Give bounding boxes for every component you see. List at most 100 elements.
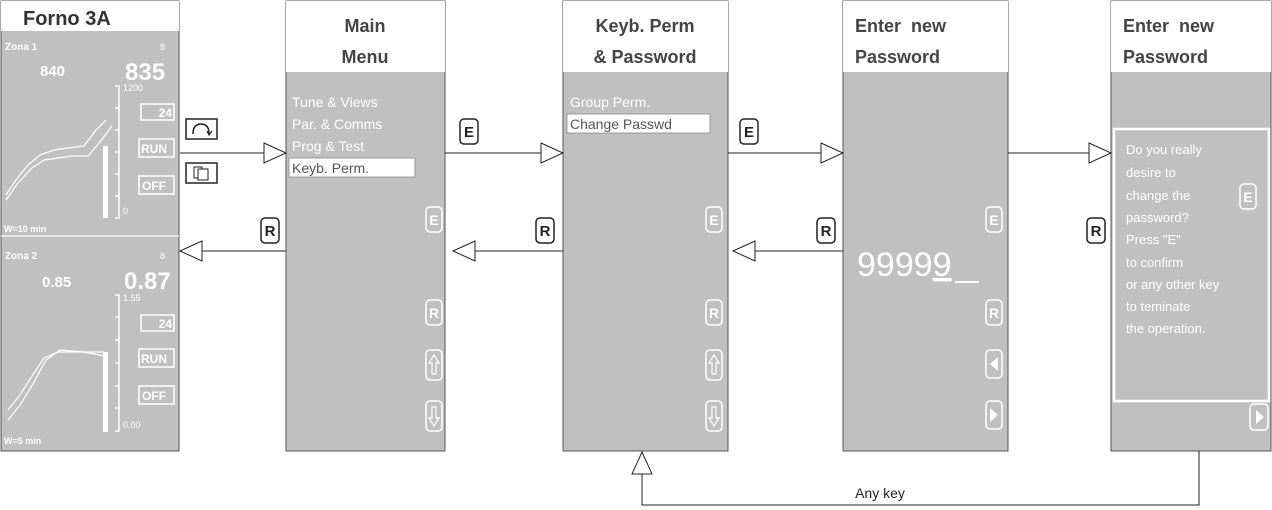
off-label: OFF <box>142 179 166 193</box>
dialog-line: Press "E" <box>1126 232 1181 247</box>
scale-max-label: 1200 <box>123 83 143 93</box>
return-key-label: R <box>535 217 555 244</box>
svg-text:R: R <box>540 223 551 240</box>
trend-curve <box>7 349 108 432</box>
password-cursor-digit: 9 <box>933 246 952 284</box>
controller-panel: Forno 3A Zona 1 8 840 835 1200 0 <box>0 0 180 452</box>
right-arrow-key-icon[interactable] <box>1249 403 1269 431</box>
controller-title: Forno 3A <box>23 8 111 30</box>
down-arrow-key-icon[interactable] <box>425 400 443 432</box>
enter-password-screen: Enter new Password 99999 E R <box>842 0 1009 452</box>
svg-text:R: R <box>1091 223 1102 240</box>
screen-title-line1: Main <box>344 16 385 36</box>
menu-item-selected[interactable]: Keyb. Perm. <box>292 160 369 176</box>
menu-item[interactable]: Group Perm. <box>570 94 650 110</box>
enter-key-icon[interactable]: E <box>425 206 443 233</box>
screen-title-line2: Password <box>1123 47 1208 67</box>
dialog-line: to teminate <box>1126 299 1190 314</box>
down-arrow-key-icon[interactable] <box>705 400 723 432</box>
dialog-line: change the <box>1126 188 1190 203</box>
zone-value: 835 <box>125 59 165 86</box>
svg-text:E: E <box>429 212 438 228</box>
menu-item-selected[interactable]: Change Passwd <box>570 116 672 132</box>
zone-value: 0.87 <box>124 268 171 295</box>
scale-min-label: 0.00 <box>123 420 141 430</box>
value-box: 24 <box>159 106 173 120</box>
screen-title-line1: Enter new <box>855 16 947 36</box>
zone-setpoint: 840 <box>40 63 65 80</box>
confirm-screen: Enter new Password Do you really desire … <box>1110 0 1272 452</box>
off-label: OFF <box>142 389 166 403</box>
svg-text:R: R <box>429 305 439 321</box>
svg-text:E: E <box>464 124 474 141</box>
rotate-key-icon <box>185 118 218 140</box>
run-label: RUN <box>141 142 167 156</box>
svg-text:E: E <box>1243 189 1252 205</box>
right-arrow-key-icon[interactable] <box>985 400 1003 430</box>
screen-title-line2: & Password <box>593 47 696 67</box>
screen-title-line1: Keyb. Perm <box>595 16 694 36</box>
return-key-icon[interactable]: R <box>985 299 1003 326</box>
menu-item-highlight <box>288 157 416 178</box>
enter-key-icon[interactable]: E <box>1239 183 1257 210</box>
dialog-line: to confirm <box>1126 255 1183 270</box>
menu-item[interactable]: Tune & Views <box>292 94 378 110</box>
return-key-icon[interactable]: R <box>425 299 443 326</box>
return-key-label: R <box>260 217 280 244</box>
dialog-line: or any other key <box>1126 277 1220 292</box>
menu-list: Group Perm. Change Passwd <box>566 94 711 134</box>
enter-key-label: E <box>739 118 759 145</box>
dialog-line: desire to <box>1126 165 1176 180</box>
svg-text:E: E <box>989 212 998 228</box>
screen-title-line2: Password <box>855 47 940 67</box>
flow-connectors <box>178 142 1200 506</box>
enter-key-icon[interactable]: E <box>705 206 723 233</box>
zone-1: Zona 1 8 840 835 1200 0 24 <box>4 42 175 234</box>
screen-title-line1: Enter new <box>1123 16 1215 36</box>
keyb-perm-screen: Keyb. Perm & Password Group Perm. Change… <box>562 0 729 452</box>
password-digits: 99999 <box>857 246 952 284</box>
password-field[interactable]: 99999 <box>857 246 979 284</box>
svg-text:E: E <box>709 212 718 228</box>
zone-index: 8 <box>160 42 165 52</box>
main-menu-screen: Main Menu Tune & Views Par. & Comms Prog… <box>285 0 446 452</box>
svg-text:R: R <box>265 223 276 240</box>
zone-name: Zona 2 <box>5 251 38 262</box>
zone-2: Zona 2 8 0.85 0.87 1.55 0.00 24 RUN <box>4 251 175 446</box>
menu-item[interactable]: Prog & Test <box>292 138 364 154</box>
up-arrow-key-icon[interactable] <box>425 349 443 381</box>
scale-min-label: 0 <box>123 206 128 216</box>
left-arrow-key-icon[interactable] <box>985 349 1003 379</box>
scale-max-label: 1.55 <box>123 293 141 303</box>
enter-key-icon[interactable]: E <box>985 206 1003 233</box>
return-key-icon[interactable]: R <box>705 299 723 326</box>
dialog-line: password? <box>1126 210 1189 225</box>
zone-index: 8 <box>160 251 165 261</box>
scale-axis <box>115 294 120 432</box>
pages-key-icon <box>185 162 218 184</box>
any-key-label: Any key <box>855 485 905 501</box>
svg-text:R: R <box>821 223 832 240</box>
value-box: 24 <box>159 317 173 331</box>
return-key-label: R <box>1086 217 1106 244</box>
run-label: RUN <box>141 352 167 366</box>
svg-text:R: R <box>989 305 999 321</box>
zone-name: Zona 1 <box>5 42 38 53</box>
scale-axis <box>115 85 120 219</box>
menu-list: Tune & Views Par. & Comms Prog & Test Ke… <box>288 94 416 178</box>
svg-text:E: E <box>744 124 754 141</box>
trend-curve <box>5 119 113 218</box>
enter-key-label: E <box>459 118 479 145</box>
dialog-line: Do you really <box>1126 142 1202 157</box>
screen-title-line2: Menu <box>342 47 389 67</box>
time-window: W=5 min <box>4 436 41 446</box>
up-arrow-key-icon[interactable] <box>705 349 723 381</box>
menu-item-highlight <box>566 113 711 134</box>
menu-item[interactable]: Par. & Comms <box>292 116 382 132</box>
time-window: W=10 min <box>4 224 46 234</box>
confirm-dialog: Do you really desire to change the passw… <box>1112 127 1271 403</box>
svg-text:R: R <box>709 305 719 321</box>
dialog-line: the operation. <box>1126 321 1206 336</box>
zone-setpoint: 0.85 <box>42 274 71 291</box>
